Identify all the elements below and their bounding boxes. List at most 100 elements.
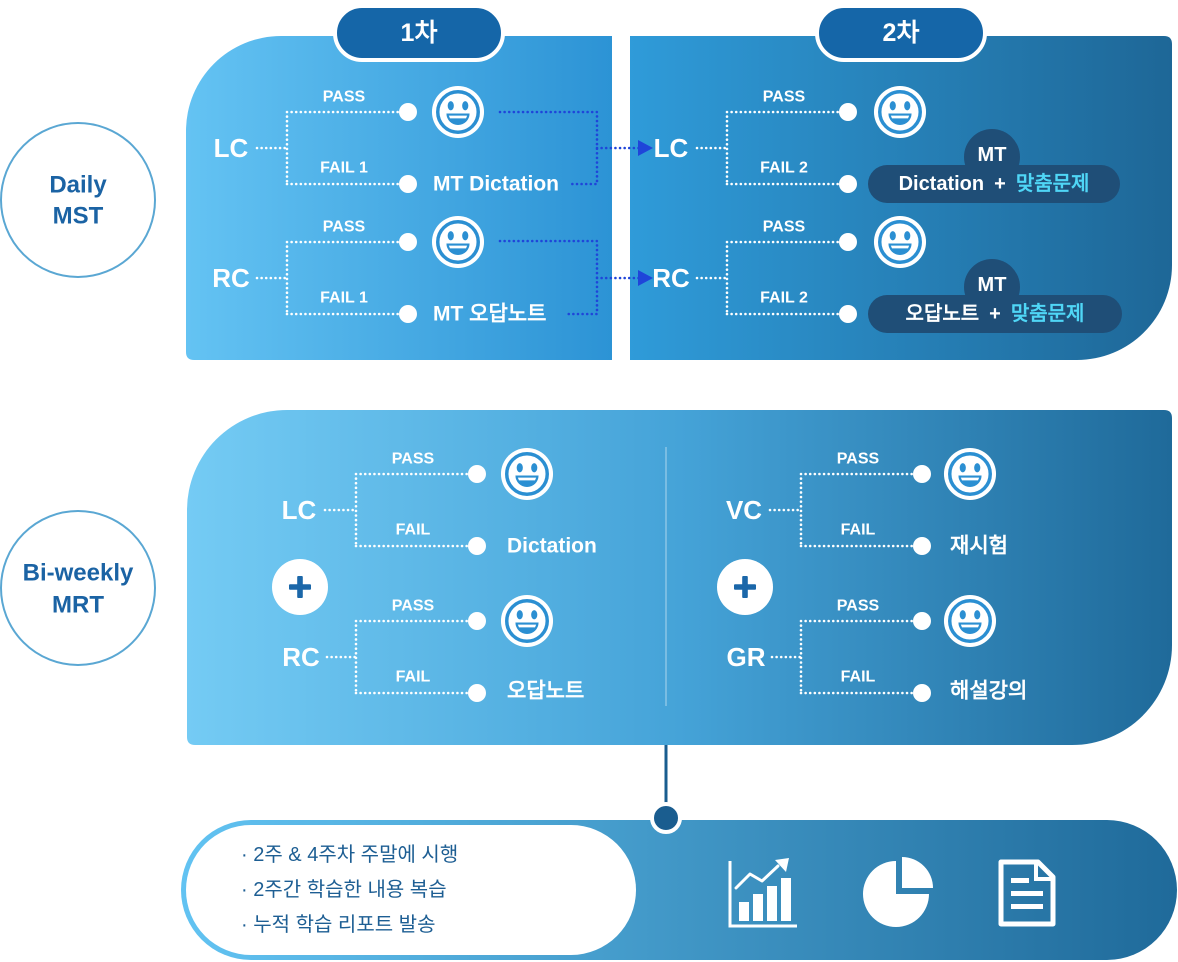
fail-result-text: Dictation+맞춤문제 bbox=[899, 172, 1090, 195]
biweekly-track-vc: VC PASS FAIL 재시험 bbox=[726, 447, 1008, 558]
trend-arrowhead bbox=[775, 858, 789, 872]
biweekly-panel bbox=[187, 410, 1172, 745]
daily-mst-badge bbox=[0, 122, 156, 278]
mt-badge-label: MT bbox=[978, 274, 1007, 296]
plus-icon bbox=[717, 559, 773, 615]
fail-result: Dictation bbox=[507, 535, 597, 558]
pass-label: PASS bbox=[323, 219, 366, 236]
pass-node bbox=[839, 233, 857, 251]
branch-dotted-line bbox=[323, 472, 471, 548]
fail-result: 오답노트 bbox=[906, 302, 980, 325]
document-line bbox=[1011, 878, 1029, 883]
fail-label: FAIL 1 bbox=[320, 290, 368, 307]
fail-result-pill: MT 오답노트+맞춤문제 bbox=[868, 259, 1122, 333]
subject-label: GR bbox=[727, 642, 766, 672]
fail-result: 오답노트 bbox=[507, 680, 584, 703]
fail-node bbox=[399, 175, 417, 193]
smiley-icon bbox=[500, 594, 554, 648]
subject-label: RC bbox=[652, 263, 690, 293]
biweekly-mrt-section: Bi-weekly MRT LC PASS FAIL Dictation RC … bbox=[0, 410, 1172, 745]
pass-label: PASS bbox=[323, 89, 366, 106]
connector-dot bbox=[650, 802, 682, 834]
rc-retest-arrow bbox=[498, 239, 653, 316]
fail-label: FAIL bbox=[841, 669, 876, 686]
branch-dotted-line bbox=[768, 472, 916, 548]
round2-tab: 2차 bbox=[815, 4, 987, 62]
smiley-icon bbox=[873, 215, 927, 269]
joiner-plus: + bbox=[989, 303, 1001, 325]
daily-mst-section: Daily MST 1차 2차 LC PASS FAIL 1 MT Dictat… bbox=[0, 4, 1172, 360]
subject-label: VC bbox=[726, 495, 762, 525]
fail-result-pill: MT Dictation+맞춤문제 bbox=[868, 129, 1120, 203]
pass-node bbox=[399, 103, 417, 121]
round2-track-lc: LC PASS FAIL 2 MT Dictation+맞춤문제 bbox=[654, 85, 1120, 203]
biweekly-mrt-badge bbox=[0, 510, 156, 666]
fail-node bbox=[399, 305, 417, 323]
smiley-icon bbox=[500, 447, 554, 501]
round1-tab-label: 1차 bbox=[401, 19, 438, 47]
arrow-right-icon bbox=[638, 140, 653, 156]
biweekly-track-lc: LC PASS FAIL Dictation bbox=[282, 447, 597, 558]
fail-node bbox=[839, 175, 857, 193]
trend-line bbox=[734, 864, 780, 890]
biweekly-mrt-title-line2: MRT bbox=[52, 592, 104, 619]
fail-node bbox=[913, 684, 931, 702]
document-line bbox=[1011, 891, 1043, 896]
lc-retest-arrow bbox=[498, 110, 653, 186]
arrow-right-icon bbox=[638, 270, 653, 286]
plus-icon bbox=[272, 559, 328, 615]
fail-label: FAIL 1 bbox=[320, 160, 368, 177]
round1-track-lc: LC PASS FAIL 1 MT Dictation bbox=[214, 85, 559, 196]
joiner-plus: + bbox=[994, 173, 1006, 195]
pass-label: PASS bbox=[763, 89, 806, 106]
subject-label: LC bbox=[654, 133, 689, 163]
round2-tab-label: 2차 bbox=[883, 19, 920, 47]
pass-node bbox=[399, 233, 417, 251]
fail-result: MT Dictation bbox=[433, 173, 559, 196]
smiley-icon bbox=[943, 594, 997, 648]
smiley-icon bbox=[431, 85, 485, 139]
subject-label: LC bbox=[214, 133, 249, 163]
pass-label: PASS bbox=[392, 451, 435, 468]
fail-result-text: 오답노트+맞춤문제 bbox=[906, 302, 1085, 325]
fail-node bbox=[913, 537, 931, 555]
fail-result: 해설강의 bbox=[950, 680, 1027, 703]
fail-label: FAIL 2 bbox=[760, 290, 808, 307]
branch-dotted-line bbox=[255, 110, 402, 186]
fail-label: FAIL bbox=[396, 669, 431, 686]
round1-tab: 1차 bbox=[333, 4, 505, 62]
chart-bar bbox=[767, 886, 777, 921]
branch-dotted-line bbox=[695, 110, 842, 186]
summary-bullet: · 2주간 학습한 내용 복습 bbox=[241, 878, 447, 901]
summary-bullet-box bbox=[186, 825, 636, 955]
summary-connector bbox=[650, 745, 682, 834]
daily-mst-title-line1: Daily bbox=[49, 172, 107, 199]
fail-result: MT 오답노트 bbox=[433, 303, 546, 326]
pass-label: PASS bbox=[392, 598, 435, 615]
chart-bar bbox=[739, 902, 749, 921]
biweekly-track-gr: GR PASS FAIL 해설강의 bbox=[727, 594, 1027, 703]
smiley-icon bbox=[943, 447, 997, 501]
pass-node bbox=[839, 103, 857, 121]
pass-label: PASS bbox=[837, 451, 880, 468]
branch-dotted-line bbox=[325, 619, 471, 695]
fail-node bbox=[839, 305, 857, 323]
smiley-icon bbox=[873, 85, 927, 139]
pass-node bbox=[913, 465, 931, 483]
summary-bullet: · 2주 & 4주차 주말에 시행 bbox=[241, 843, 458, 866]
chart-bar bbox=[753, 894, 763, 921]
retest-dotted-line bbox=[498, 239, 642, 316]
branch-dotted-line bbox=[255, 240, 402, 316]
pass-label: PASS bbox=[763, 219, 806, 236]
branch-dotted-line bbox=[695, 240, 842, 316]
pill-background bbox=[868, 165, 1120, 203]
document-line bbox=[1011, 904, 1043, 909]
pass-node bbox=[468, 465, 486, 483]
document-icon bbox=[998, 859, 1056, 927]
fail-label: FAIL bbox=[841, 522, 876, 539]
pie-exploded-slice bbox=[902, 857, 933, 888]
document-fold bbox=[1034, 862, 1053, 881]
biweekly-mrt-title-line1: Bi-weekly bbox=[23, 560, 134, 587]
round1-track-rc: RC PASS FAIL 1 MT 오답노트 bbox=[212, 215, 546, 326]
chart-axis bbox=[728, 861, 797, 928]
